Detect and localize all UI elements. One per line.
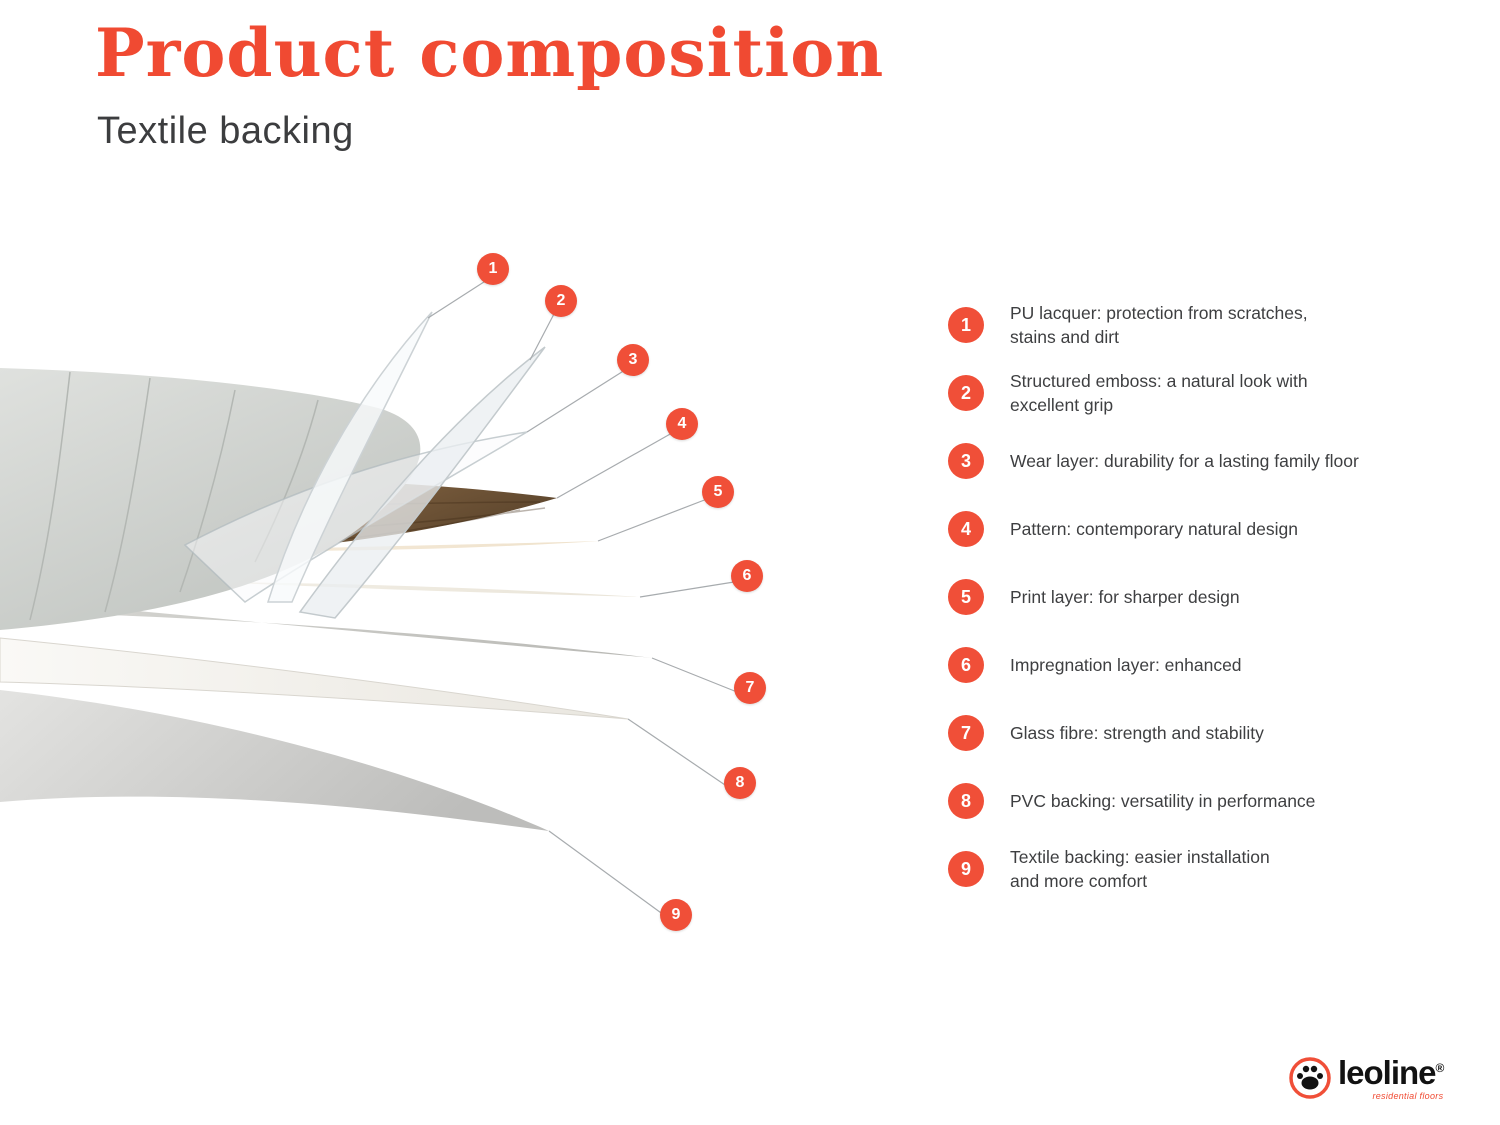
legend-number: 5: [960, 586, 971, 607]
legend-number-badge: 5: [948, 579, 984, 615]
legend-label: PU lacquer: protection from scratches, s…: [1010, 302, 1308, 348]
legend-number: 2: [960, 382, 971, 403]
legend-label: Impregnation layer: enhanced: [1010, 654, 1242, 675]
legend-item: 4 Pattern: contemporary natural design: [948, 495, 1359, 563]
logo-name-text: leoline: [1338, 1054, 1437, 1091]
legend-item: 6 Impregnation layer: enhanced: [948, 631, 1359, 699]
marker-number: 1: [488, 260, 498, 277]
legend-number: 8: [960, 790, 971, 811]
plank-seams: [29, 371, 319, 621]
marker-number: 4: [677, 415, 687, 432]
legend-label: Glass fibre: strength and stability: [1010, 722, 1264, 743]
layer-textile-backing: [0, 690, 549, 831]
logo-wordmark: leoline®: [1338, 1054, 1445, 1091]
legend-label: Pattern: contemporary natural design: [1010, 518, 1298, 539]
diagram-marker: 1: [477, 253, 509, 285]
legend-item: 1 PU lacquer: protection from scratches,…: [948, 291, 1359, 359]
diagram-marker: 2: [545, 285, 577, 317]
marker-number: 5: [713, 483, 723, 500]
legend-label: Print layer: for sharper design: [1010, 586, 1240, 607]
legend-number-badge: 6: [948, 647, 984, 683]
marker-number: 7: [745, 679, 755, 696]
layer-pvc-backing: [0, 637, 629, 720]
legend-number-badge: 3: [948, 443, 984, 479]
layer-emboss: [298, 346, 546, 619]
diagram-marker: 7: [734, 672, 766, 704]
legend-number-badge: 9: [948, 851, 984, 887]
legend-number: 4: [960, 518, 971, 539]
paw-icon: [1289, 1057, 1331, 1099]
legend-label: Wear layer: durability for a lasting fam…: [1010, 450, 1359, 471]
legend-number-badge: 4: [948, 511, 984, 547]
legend-number-badge: 7: [948, 715, 984, 751]
legend-item: 7 Glass fibre: strength and stability: [948, 699, 1359, 767]
legend-number-badge: 8: [948, 783, 984, 819]
diagram-marker: 6: [731, 560, 763, 592]
registered-mark: ®: [1435, 1061, 1445, 1075]
legend-label: Structured emboss: a natural look with e…: [1010, 370, 1308, 416]
legend-number: 7: [960, 722, 971, 743]
legend-item: 3 Wear layer: durability for a lasting f…: [948, 427, 1359, 495]
plank-surface: [0, 368, 421, 630]
layer-pu-lacquer: [266, 311, 433, 603]
marker-number: 9: [671, 906, 681, 923]
legend-item: 9 Textile backing: easier installation a…: [948, 835, 1359, 903]
marker-number: 2: [556, 292, 566, 309]
diagram-marker: 4: [666, 408, 698, 440]
logo-tagline: residential floors: [1372, 1091, 1444, 1101]
page-subtitle: Textile backing: [97, 110, 354, 152]
legend-number: 3: [960, 450, 971, 471]
legend-item: 8 PVC backing: versatility in performanc…: [948, 767, 1359, 835]
marker-number: 8: [735, 774, 745, 791]
diagram-marker: 9: [660, 899, 692, 931]
legend-number: 6: [960, 654, 971, 675]
legend-item: 5 Print layer: for sharper design: [948, 563, 1359, 631]
diagram-marker: 5: [702, 476, 734, 508]
diagram-marker: 8: [724, 767, 756, 799]
brand-logo: leoline® residential floors: [1288, 1054, 1445, 1101]
layer-impregnation: [0, 570, 642, 597]
layer-glass-fibre: [0, 598, 653, 658]
legend-label: PVC backing: versatility in performance: [1010, 790, 1316, 811]
connector-lines: [427, 279, 738, 919]
marker-number: 3: [628, 351, 638, 368]
legend-number: 9: [960, 858, 971, 879]
legend-item: 2 Structured emboss: a natural look with…: [948, 359, 1359, 427]
layers-illustration: [0, 279, 738, 919]
legend-number: 1: [960, 314, 971, 335]
marker-number: 6: [742, 567, 752, 584]
legend-label: Textile backing: easier installation and…: [1010, 846, 1270, 892]
legend-number-badge: 2: [948, 375, 984, 411]
diagram-marker: 3: [617, 344, 649, 376]
logo-text-column: leoline® residential floors: [1338, 1054, 1445, 1101]
legend: 1 PU lacquer: protection from scratches,…: [948, 291, 1359, 903]
page-title: Product composition: [95, 14, 885, 92]
legend-number-badge: 1: [948, 307, 984, 343]
